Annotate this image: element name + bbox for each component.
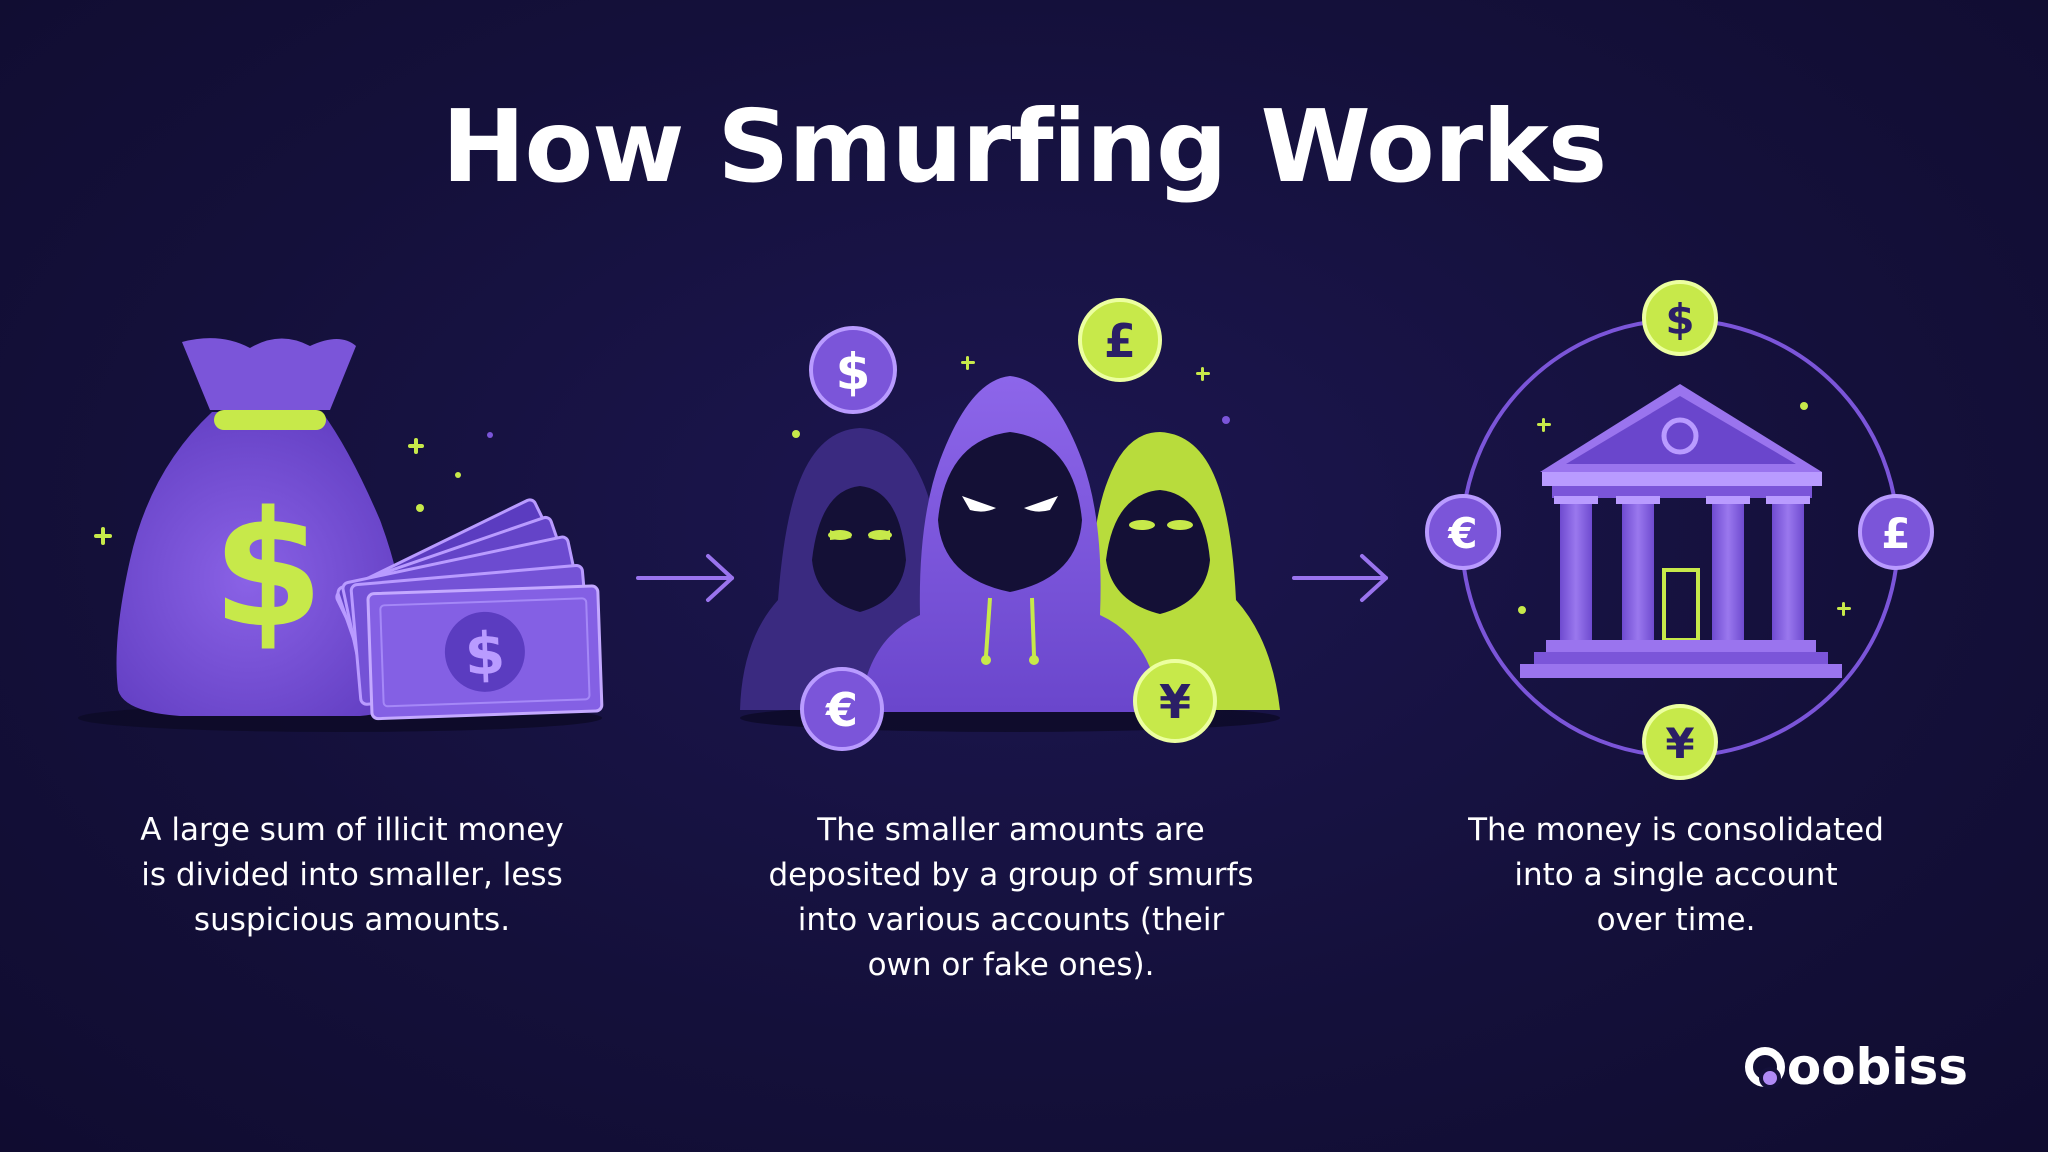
euro-coin-icon: € <box>800 667 884 751</box>
svg-text:$: $ <box>212 476 323 663</box>
arrow-right-icon <box>1292 554 1388 602</box>
yen-coin-icon: ¥ <box>1642 704 1718 780</box>
svg-text:£: £ <box>1881 509 1910 558</box>
pound-coin-icon: £ <box>1078 298 1162 382</box>
money-bag-icon: $ <box>78 338 602 732</box>
svg-text:$: $ <box>1665 295 1694 344</box>
dollar-coin-icon: $ <box>809 326 897 414</box>
pound-coin-icon: £ <box>1858 494 1934 570</box>
step-3-caption: The money is consolidated into a single … <box>1468 812 1884 938</box>
euro-coin-icon: € <box>1425 494 1501 570</box>
brand-name: oobiss <box>1786 1038 1968 1096</box>
svg-text:£: £ <box>1104 314 1136 368</box>
svg-text:$: $ <box>836 343 871 401</box>
dollar-coin-icon: $ <box>1642 280 1718 356</box>
brand-logo: oobiss <box>1744 1038 1968 1096</box>
sparkle-decor <box>792 356 1230 438</box>
page-title: How Smurfing Works <box>441 88 1607 205</box>
svg-text:€: € <box>825 683 858 737</box>
sparkle-decor <box>94 432 493 545</box>
bank-building-icon <box>1520 384 1842 678</box>
svg-text:¥: ¥ <box>1665 719 1694 768</box>
step-2-caption: The smaller amounts are deposited by a g… <box>768 812 1254 983</box>
svg-text:¥: ¥ <box>1159 675 1191 729</box>
banknotes-icon: $ <box>335 498 604 721</box>
svg-text:$: $ <box>464 619 507 688</box>
arrow-right-icon <box>636 554 734 602</box>
yen-coin-icon: ¥ <box>1133 659 1217 743</box>
svg-text:€: € <box>1447 509 1477 558</box>
step-1-caption: A large sum of illicit money is divided … <box>140 812 564 938</box>
sparkle-decor <box>1518 402 1851 616</box>
brand-q-icon <box>1744 1047 1785 1089</box>
